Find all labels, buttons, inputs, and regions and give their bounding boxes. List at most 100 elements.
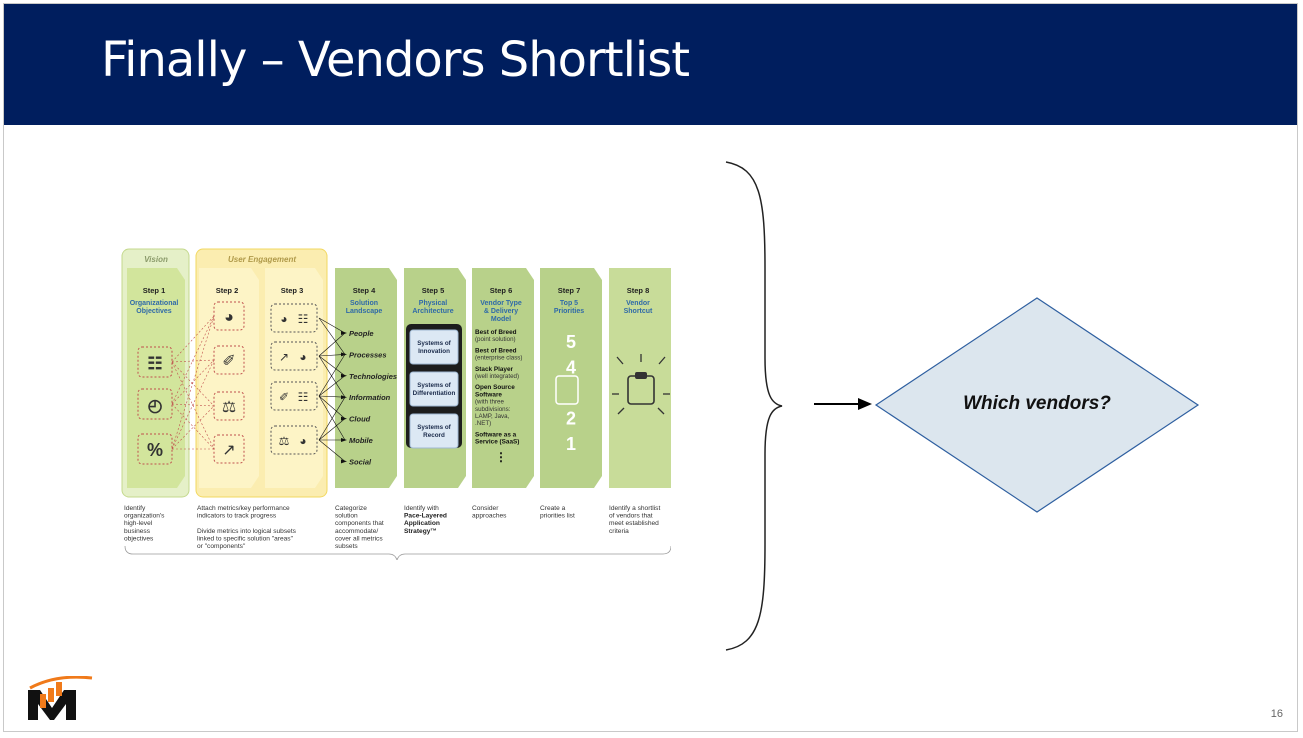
icon-frame-step3 [270,341,318,371]
step-description: meet established [609,520,659,527]
priority-number: 5 [566,332,576,352]
step-description-bold: Strategy™ [404,528,437,535]
priority-number: 2 [566,409,576,429]
step-label-4: Step 4 [353,286,376,295]
icon-frame-step1 [137,346,173,378]
landscape-item: Processes [349,350,387,359]
company-logo [28,676,93,720]
icon-frame-step1 [137,433,173,465]
trend-chart-icon: ↗ [222,442,235,459]
arrow-head [341,416,347,421]
vendor-type-name: Stack Player [475,366,514,373]
metric-icon: ✐ [279,390,289,404]
vendor-type-note: (well integrated) [475,373,519,380]
connector-line [171,315,215,405]
step-description: Categorize [335,505,367,512]
icon-frame-step3 [270,381,318,411]
group-label-user-engagement: User Engagement [228,255,296,264]
step-title-4: Landscape [346,308,383,315]
vendor-type-name: Open Source [475,384,515,391]
step-description: subsets [335,543,358,550]
vendor-type-note: (enterprise class) [475,355,522,362]
step-label-1: Step 1 [143,286,166,295]
page-number: 16 [1270,708,1283,720]
mapping-line [318,355,346,398]
vendor-type-name: Best of Breed [475,329,517,336]
right-arrow-icon [814,398,872,410]
architecture-box-label: Record [423,432,445,439]
vendor-type-name: Service (SaaS) [475,439,519,446]
chart-icon: ◕ [299,350,306,364]
step-label-5: Step 5 [422,286,445,295]
metric-icon: ↗ [279,350,289,364]
step-description: or "components" [197,543,246,550]
architecture-box-label: Differentiation [413,390,456,397]
emphasis-ray [658,356,666,365]
architecture-box [409,371,459,407]
step-column-4 [335,268,397,488]
mapping-line [318,397,346,441]
mapping-line [318,332,346,357]
step-title-1: Objectives [136,308,172,315]
decision-text: Which vendors? [963,393,1111,414]
step-description: organization's [124,513,165,520]
step-title-8: Vendor [626,300,650,307]
chart-icon: ☷ [298,390,309,404]
clock-icon: ◴ [148,396,163,415]
step-description: accommodate/ [335,528,378,535]
emphasis-ray [616,356,624,365]
mapping-line [318,355,346,377]
step-description: components that [335,520,384,527]
step-description: Consider [472,505,499,512]
title-bar: Finally – Vendors Shortlist [4,4,1297,125]
vendor-type-note: (with three [475,399,504,406]
priority-number: 1 [566,434,576,454]
step-column-6 [472,268,534,488]
step-description: of vendors that [609,513,653,520]
step-description: solution [335,513,358,520]
metric-icon: ⚖ [279,434,290,448]
icon-frame-step3 [270,425,318,455]
landscape-item: Mobile [349,436,373,445]
pencil-icon: ✐ [222,353,235,370]
curly-brace [725,161,783,651]
mapping-line [318,375,346,397]
emphasis-ray [657,407,665,415]
vendor-type-name: Software [475,391,502,398]
step-description: Identify [124,505,146,512]
mapping-line [318,354,346,397]
icon-frame-step1 [137,388,173,420]
step-description: cover all metrics [335,535,383,542]
vendor-type-note: .NET) [475,420,491,427]
chart-icon: ◕ [299,434,306,448]
step-label-6: Step 6 [490,286,513,295]
vendor-type-name: Software as a [475,431,517,438]
pie-chart-icon: ◕ [224,309,234,326]
chart-icon: ☷ [298,312,309,326]
mapping-line [318,395,346,398]
step-title-7: Priorities [554,308,584,315]
arrow-head [341,438,347,442]
slide-title: Finally – Vendors Shortlist [101,32,690,88]
mapping-line [318,439,346,462]
architecture-box-label: Systems of [417,424,451,431]
landscape-item: Information [349,393,391,402]
architecture-box-label: Systems of [417,382,451,389]
step-title-7: Top 5 [560,300,578,307]
mapping-line [318,418,346,441]
step-description-bold: Pace-Layered [404,513,447,520]
step-description: linked to specific solution "areas" [197,535,294,542]
arrow-head [341,352,347,357]
icon-frame-step3 [270,303,318,333]
connector-line [171,359,215,450]
mapping-line [318,354,346,357]
priority-number: 4 [566,358,576,378]
step-description: Divide metrics into logical subsets [197,528,297,535]
mapping-line [318,317,346,355]
step-title-1: Organizational [130,300,179,307]
step-label-7: Step 7 [558,286,581,295]
landscape-item: People [349,329,374,338]
emphasis-ray [617,407,625,415]
